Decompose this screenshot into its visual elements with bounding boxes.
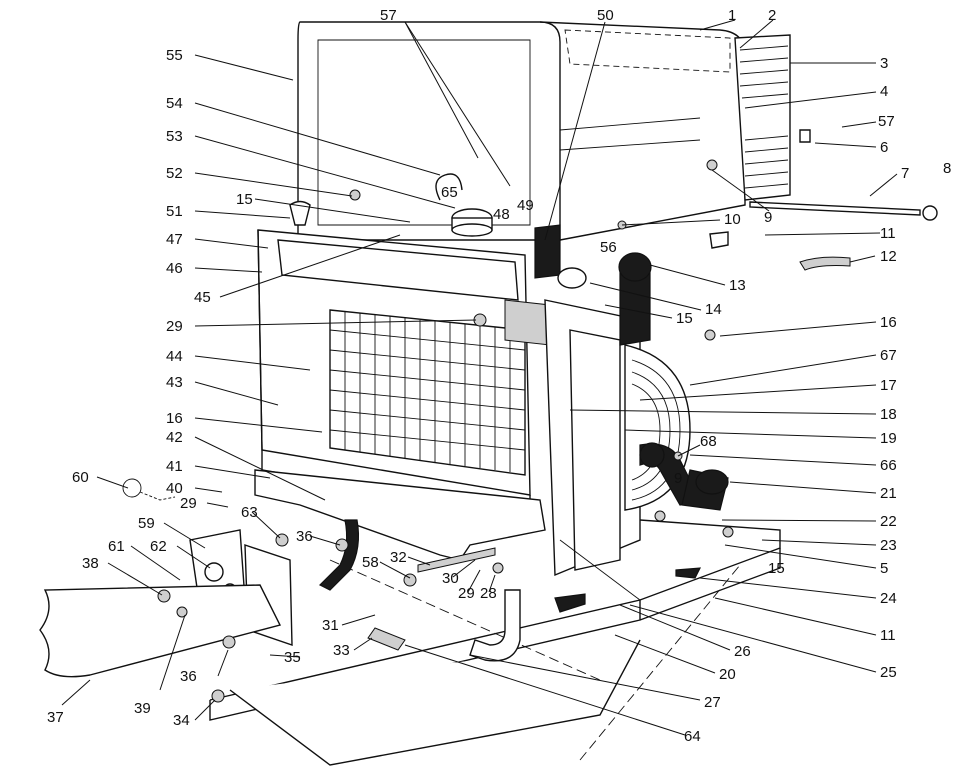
callout-36b: 36 — [180, 668, 197, 685]
radiator-core — [329, 299, 551, 476]
callout-30: 30 — [442, 570, 459, 587]
handle-and-bracket — [709, 129, 851, 271]
callout-45: 45 — [194, 289, 211, 306]
callout-29a: 29 — [166, 318, 183, 335]
callout-17: 17 — [880, 377, 897, 394]
callout-51: 51 — [166, 203, 183, 220]
callout-21: 21 — [880, 485, 897, 502]
callout-37: 37 — [47, 709, 64, 726]
callout-labels: 1 2 3 4 57 6 7 8 9 10 11 12 13 14 15 16 … — [47, 7, 951, 745]
callout-57b: 57 — [380, 7, 397, 24]
callout-5: 5 — [880, 560, 888, 577]
callout-40: 40 — [166, 480, 183, 497]
callout-15b: 15 — [768, 560, 785, 577]
callout-1: 1 — [728, 7, 736, 24]
callout-22: 22 — [880, 513, 897, 530]
callout-4: 4 — [880, 83, 888, 100]
callout-8: 8 — [943, 160, 951, 177]
callout-49: 49 — [517, 197, 534, 214]
callout-3: 3 — [880, 55, 888, 72]
callout-36a: 36 — [296, 528, 313, 545]
callout-60: 60 — [72, 469, 89, 486]
callout-48: 48 — [493, 206, 510, 223]
callout-10: 10 — [724, 211, 741, 228]
callout-28: 28 — [480, 585, 497, 602]
base-frame — [209, 519, 781, 766]
fasteners — [122, 159, 734, 703]
callout-20: 20 — [719, 666, 736, 683]
side-panel-and-fan — [544, 299, 691, 577]
callout-16b: 16 — [166, 410, 183, 427]
callout-50: 50 — [597, 7, 614, 24]
callout-33: 33 — [333, 642, 350, 659]
callout-52: 52 — [166, 165, 183, 182]
callout-68: 68 — [700, 433, 717, 450]
callout-35: 35 — [284, 649, 301, 666]
callout-27: 27 — [704, 694, 721, 711]
callout-7: 7 — [901, 165, 909, 182]
callout-23: 23 — [880, 537, 897, 554]
callout-38: 38 — [82, 555, 99, 572]
callout-11a: 11 — [880, 225, 896, 242]
callout-16a: 16 — [880, 314, 897, 331]
callout-66: 66 — [880, 457, 897, 474]
radiator-cap — [435, 173, 493, 237]
callout-41: 41 — [166, 458, 183, 475]
callout-19: 19 — [880, 430, 897, 447]
callout-42: 42 — [166, 429, 183, 446]
upper-hose — [557, 252, 652, 346]
callout-24: 24 — [880, 590, 897, 607]
callout-44: 44 — [166, 348, 183, 365]
callout-55: 55 — [166, 47, 183, 64]
callout-47: 47 — [166, 231, 183, 248]
callout-15c: 15 — [236, 191, 253, 208]
callout-12: 12 — [880, 248, 897, 265]
callout-64: 64 — [684, 728, 701, 745]
callout-39: 39 — [134, 700, 151, 717]
callout-57a: 57 — [878, 113, 895, 130]
callout-53: 53 — [166, 128, 183, 145]
support-rod — [749, 201, 938, 221]
callout-26: 26 — [734, 643, 751, 660]
callout-13: 13 — [729, 277, 746, 294]
callout-56: 56 — [600, 239, 617, 256]
hood-enclosure — [297, 21, 746, 279]
callout-11b: 11 — [880, 627, 896, 644]
callout-54: 54 — [166, 95, 183, 112]
callout-43: 43 — [166, 374, 183, 391]
callout-14: 14 — [705, 301, 722, 318]
callout-65: 65 — [441, 184, 458, 201]
rear-grille — [734, 34, 791, 201]
callout-9b: 9 — [674, 470, 682, 487]
callout-34: 34 — [173, 712, 190, 729]
callout-6: 6 — [880, 139, 888, 156]
callout-2: 2 — [768, 7, 776, 24]
callout-31: 31 — [322, 617, 339, 634]
callout-46: 46 — [166, 260, 183, 277]
callout-29b: 29 — [180, 495, 197, 512]
callout-63: 63 — [241, 504, 258, 521]
callout-9a: 9 — [764, 209, 772, 226]
callout-59: 59 — [138, 515, 155, 532]
callout-62: 62 — [150, 538, 167, 555]
callout-58: 58 — [362, 554, 379, 571]
callout-25: 25 — [880, 664, 897, 681]
callout-32: 32 — [390, 549, 407, 566]
callout-15a: 15 — [676, 310, 693, 327]
lower-hose — [639, 442, 729, 511]
callout-18: 18 — [880, 406, 897, 423]
callout-29c: 29 — [458, 585, 475, 602]
callout-67: 67 — [880, 347, 897, 364]
leader-lines — [61, 19, 898, 736]
callout-61: 61 — [108, 538, 125, 555]
bottom-shelf — [39, 584, 282, 678]
